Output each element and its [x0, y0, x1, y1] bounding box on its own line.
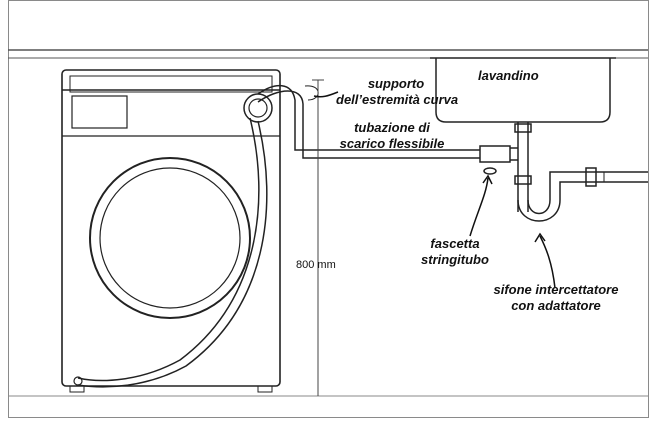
pointer-arrows	[313, 91, 556, 289]
height-dimension	[312, 79, 324, 396]
trap-label-line2: con adattatore	[511, 298, 601, 313]
bend-support-label: supporto dell’estremità curva	[336, 76, 459, 108]
clamp-label: fascetta stringitubo	[412, 236, 498, 268]
hose-label-line2: scarico flessibile	[339, 136, 445, 151]
hose-adapter	[479, 145, 518, 175]
clamp-label-line1: fascetta	[430, 236, 480, 251]
bend-support-label-line1: supporto	[367, 76, 425, 91]
height-label: 800 mm	[296, 259, 336, 271]
washing-machine	[61, 69, 281, 393]
clamp-label-line2: stringitubo	[421, 252, 489, 267]
sink	[430, 57, 616, 212]
hose-label: tubazione di scarico flessibile	[322, 120, 462, 152]
bend-support-label-line2: dell’estremità curva	[336, 92, 459, 107]
trap-label: sifone intercettatore con adattatore	[476, 282, 636, 314]
siphon-trap	[517, 167, 648, 222]
sink-label: lavandino	[478, 68, 539, 83]
hose-label-line1: tubazione di	[354, 120, 430, 135]
diagram-border	[8, 0, 649, 418]
trap-label-line1: sifone intercettatore	[493, 282, 619, 297]
hose-coil	[73, 93, 273, 388]
